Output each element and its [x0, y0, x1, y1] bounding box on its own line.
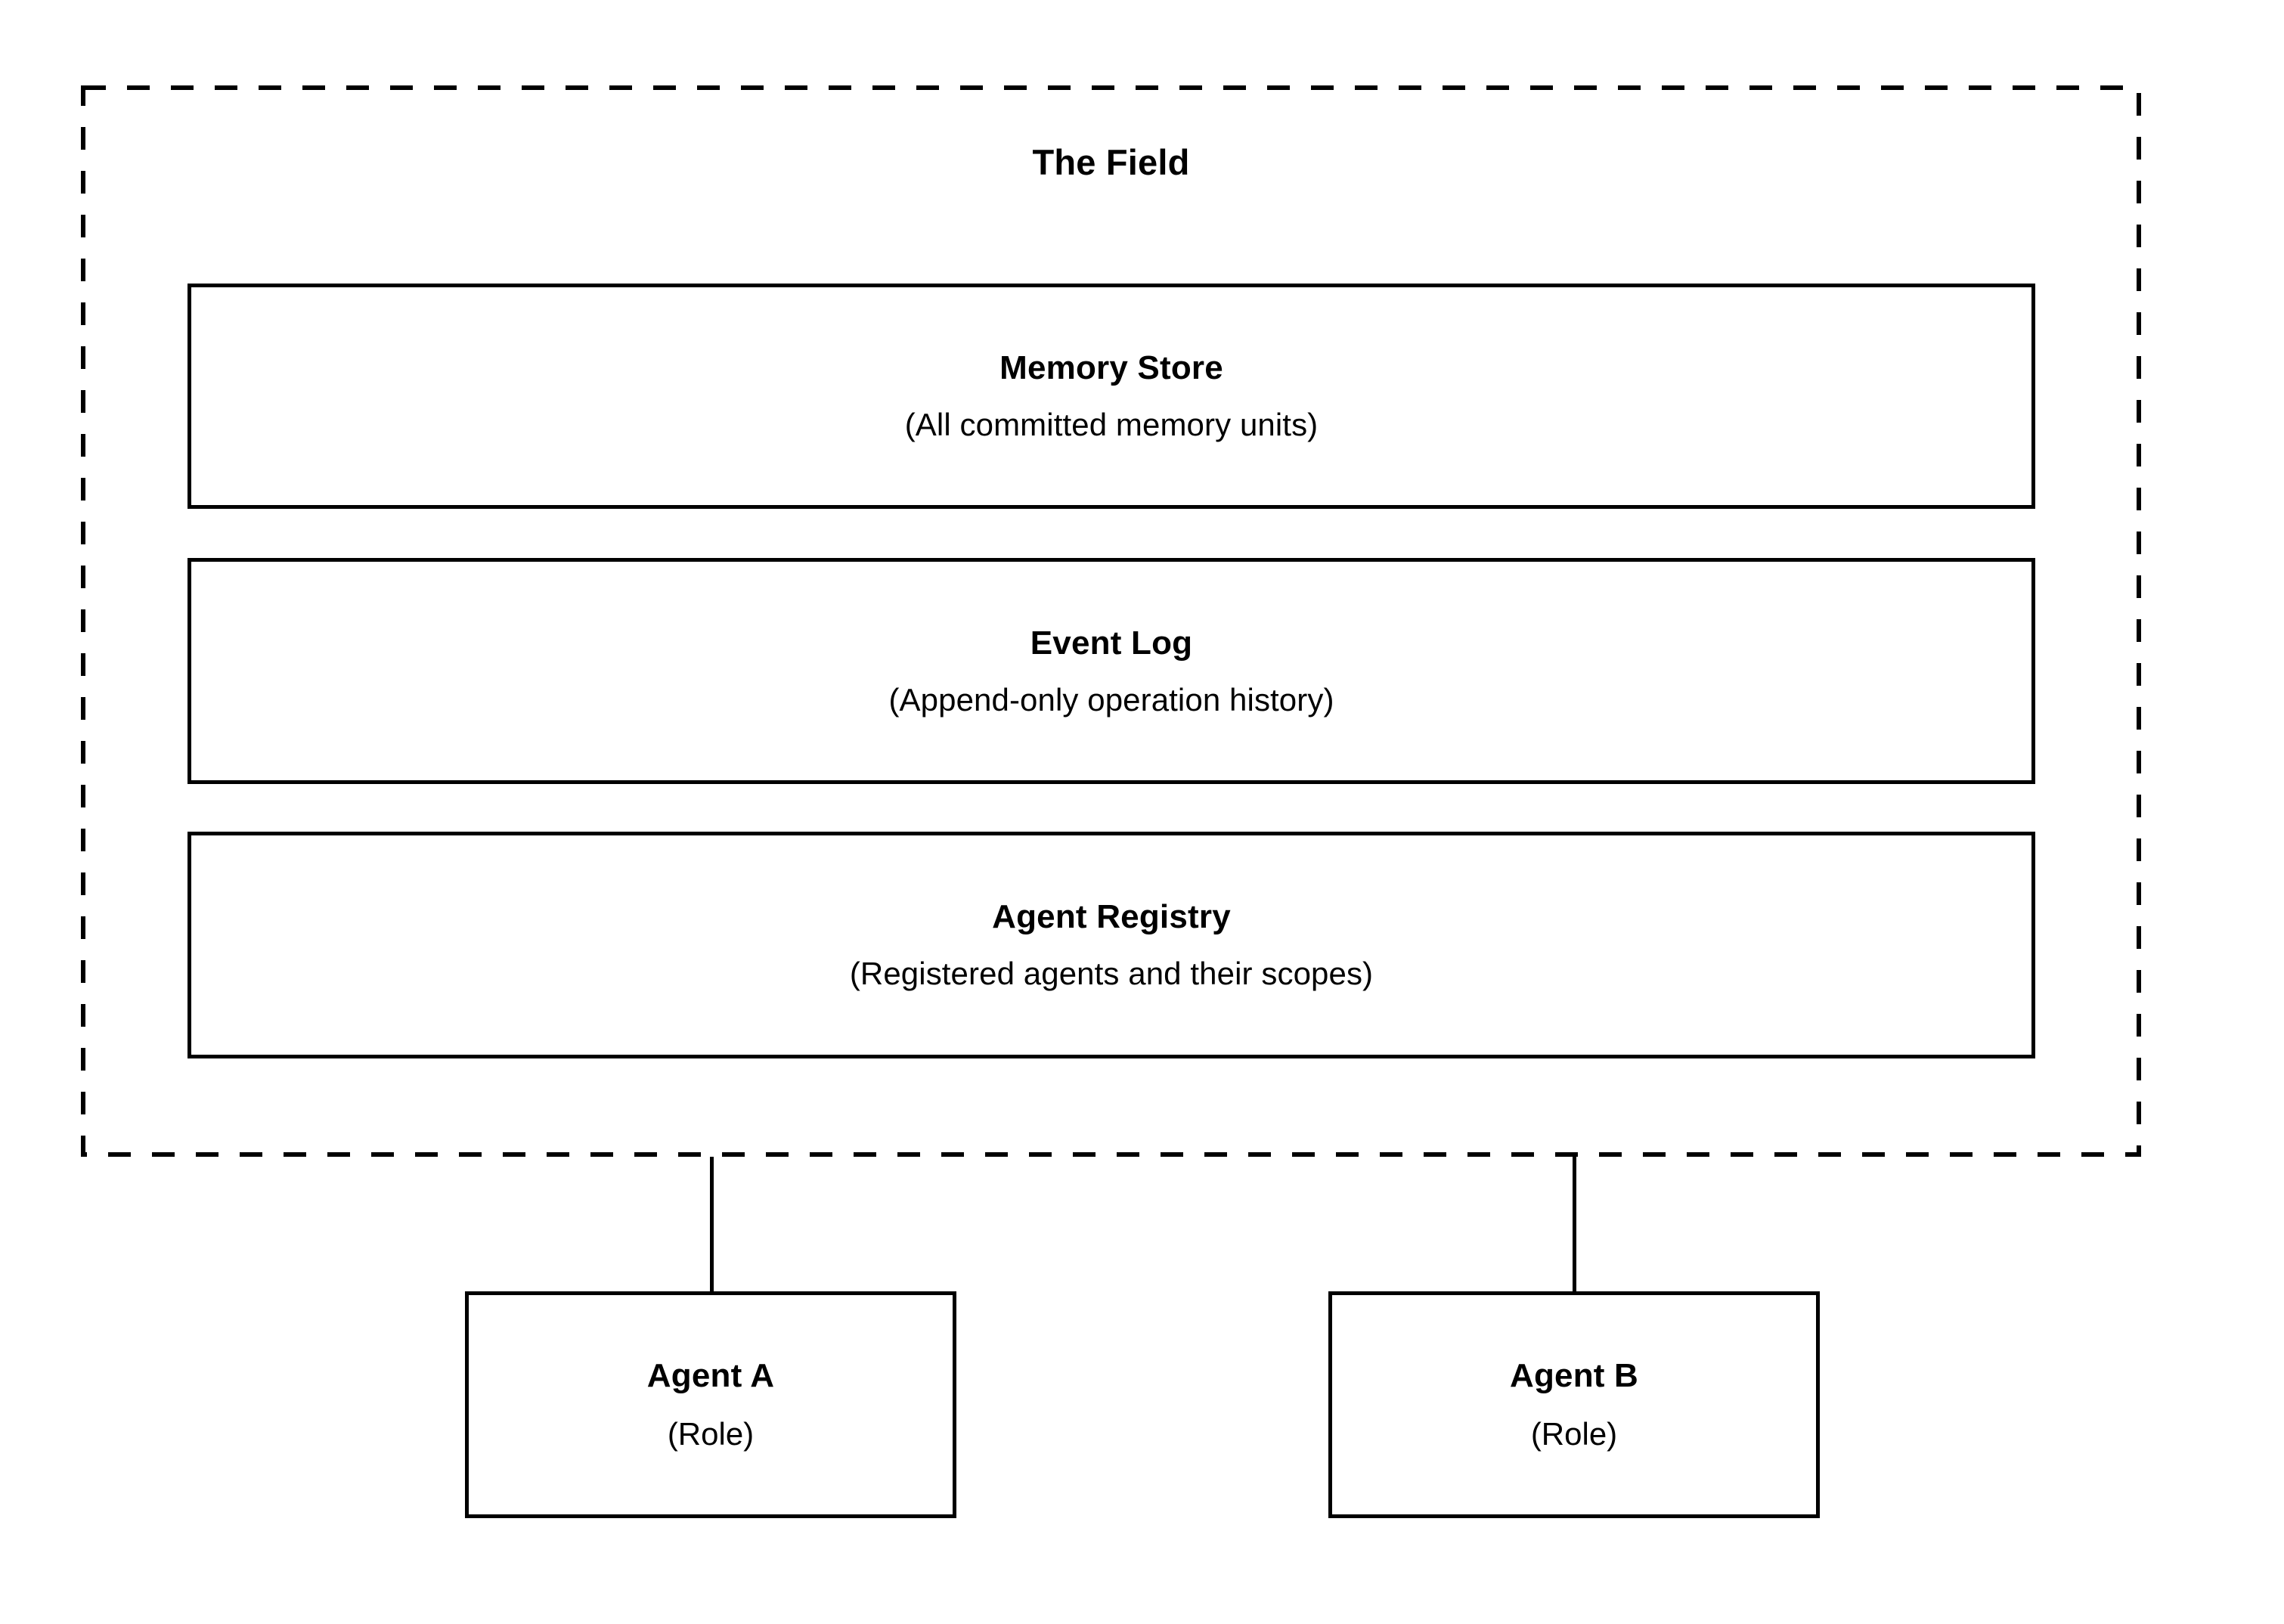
- agent-registry-title: Agent Registry: [992, 898, 1231, 935]
- memory-store-title: Memory Store: [999, 349, 1223, 386]
- event-log-subtitle: (Append-only operation history): [888, 681, 1334, 717]
- field-dashed-border: [81, 85, 2141, 1157]
- agent-b-box: Agent B (Role): [1328, 1291, 1820, 1518]
- agent-a-title: Agent A: [646, 1357, 775, 1394]
- connector-line-agent-b: [1573, 1157, 1576, 1293]
- agent-b-title: Agent B: [1509, 1357, 1639, 1394]
- agent-b-subtitle: (Role): [1530, 1416, 1618, 1452]
- memory-store-subtitle: (All committed memory units): [904, 407, 1319, 442]
- event-log-box: Event Log (Append-only operation history…: [187, 558, 2035, 784]
- agent-registry-box: Agent Registry (Registered agents and th…: [187, 832, 2035, 1058]
- memory-store-box: Memory Store (All committed memory units…: [187, 284, 2035, 509]
- agent-registry-subtitle: (Registered agents and their scopes): [849, 956, 1374, 991]
- connector-line-agent-a: [710, 1157, 714, 1293]
- agent-a-box: Agent A (Role): [465, 1291, 956, 1518]
- field-title: The Field: [1032, 142, 1190, 182]
- field-container: The Field Memory Store (All committed me…: [81, 85, 2141, 1157]
- event-log-title: Event Log: [1030, 624, 1193, 662]
- agent-a-subtitle: (Role): [667, 1416, 755, 1452]
